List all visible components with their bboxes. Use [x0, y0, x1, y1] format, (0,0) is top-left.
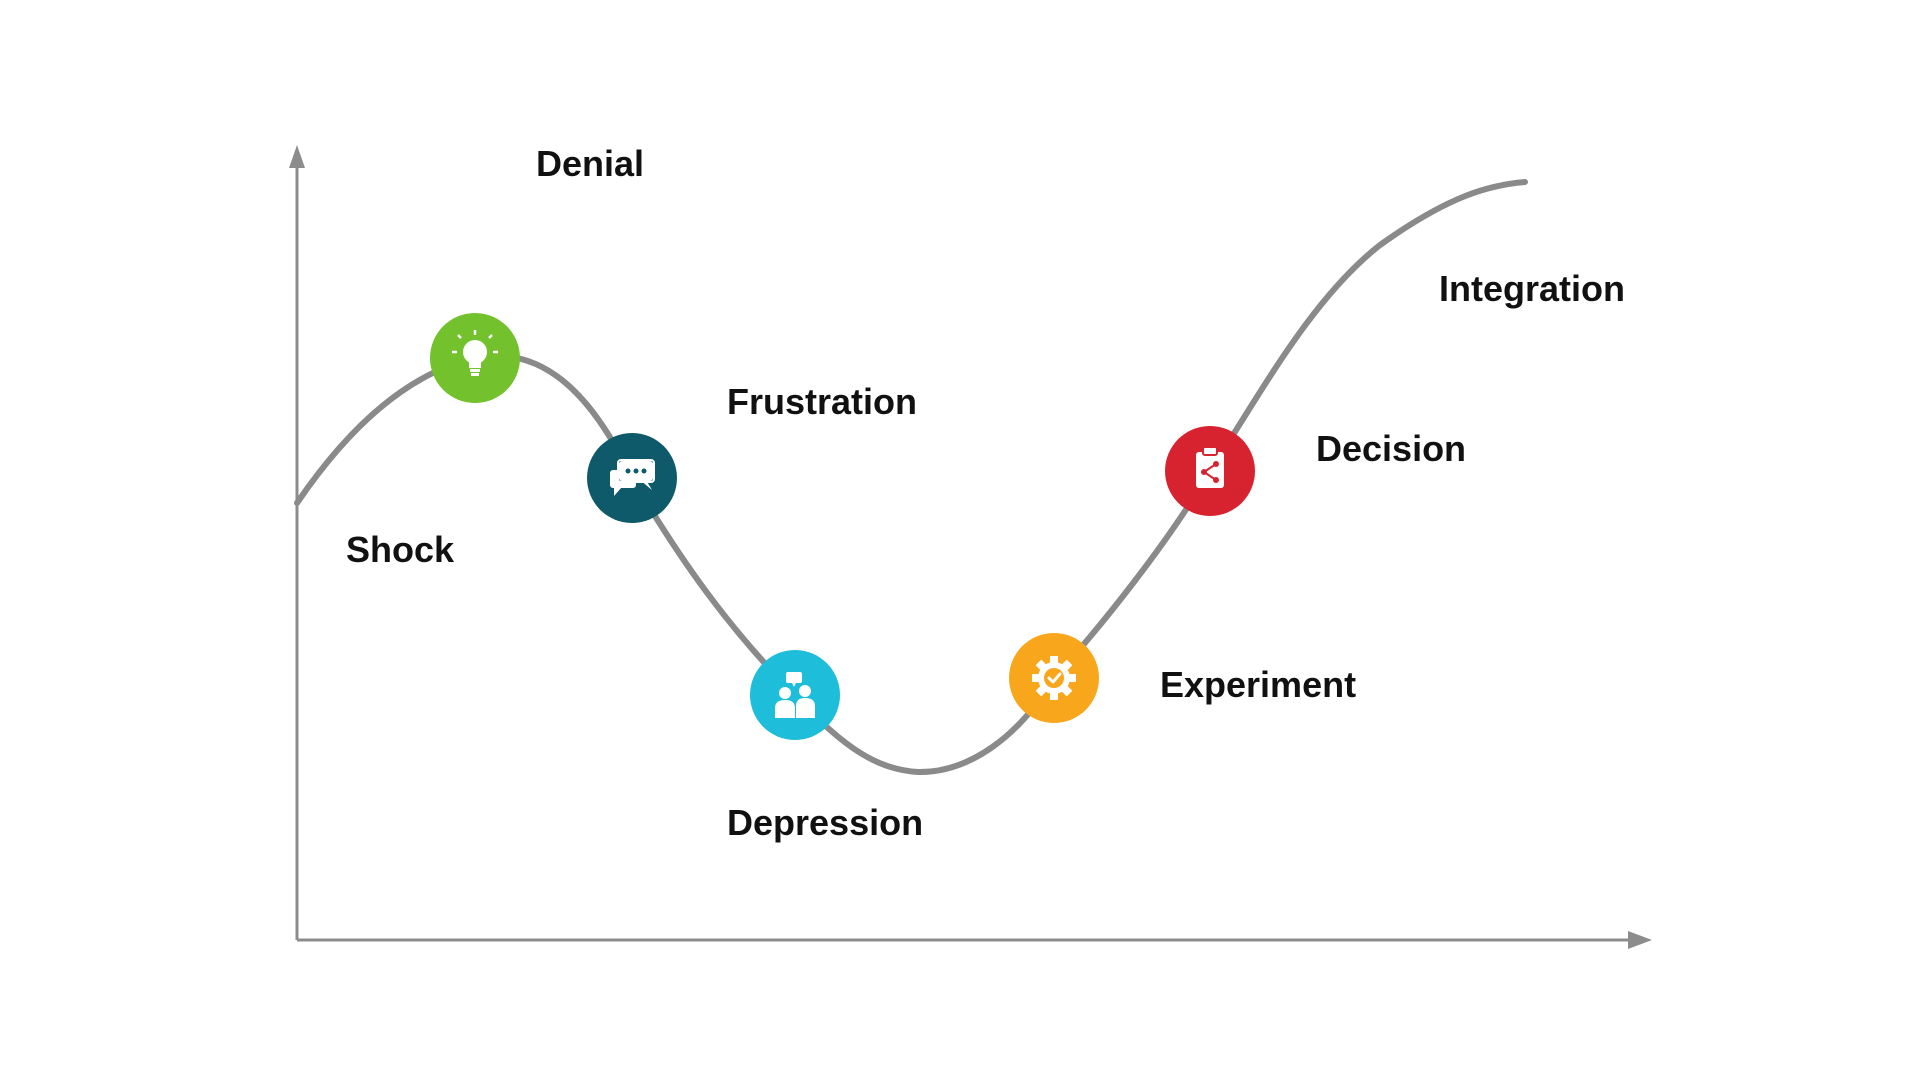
- node-depression-circle: [750, 650, 840, 740]
- lightbulb-icon: [452, 330, 498, 376]
- chat-bubbles-icon: [610, 459, 655, 496]
- label-depression: Depression: [727, 802, 923, 843]
- node-denial: [430, 313, 520, 403]
- change-curve: [294, 179, 1528, 776]
- people-icon: [775, 672, 815, 718]
- axes: [289, 145, 1652, 949]
- label-denial: Denial: [536, 143, 644, 184]
- node-decision: [1165, 426, 1255, 516]
- clipboard-share-icon: [1196, 446, 1224, 488]
- node-experiment: [1009, 633, 1099, 723]
- gear-check-icon: [1032, 656, 1076, 700]
- stage-labels: Shock Denial Frustration Depression Expe…: [346, 143, 1625, 843]
- label-integration: Integration: [1439, 268, 1625, 309]
- y-axis-arrowhead: [289, 145, 305, 168]
- node-depression: [750, 650, 840, 740]
- label-decision: Decision: [1316, 428, 1466, 469]
- node-frustration: [587, 433, 677, 523]
- label-frustration: Frustration: [727, 381, 917, 422]
- label-experiment: Experiment: [1160, 664, 1356, 705]
- label-shock: Shock: [346, 529, 455, 570]
- x-axis-arrowhead: [1628, 931, 1652, 949]
